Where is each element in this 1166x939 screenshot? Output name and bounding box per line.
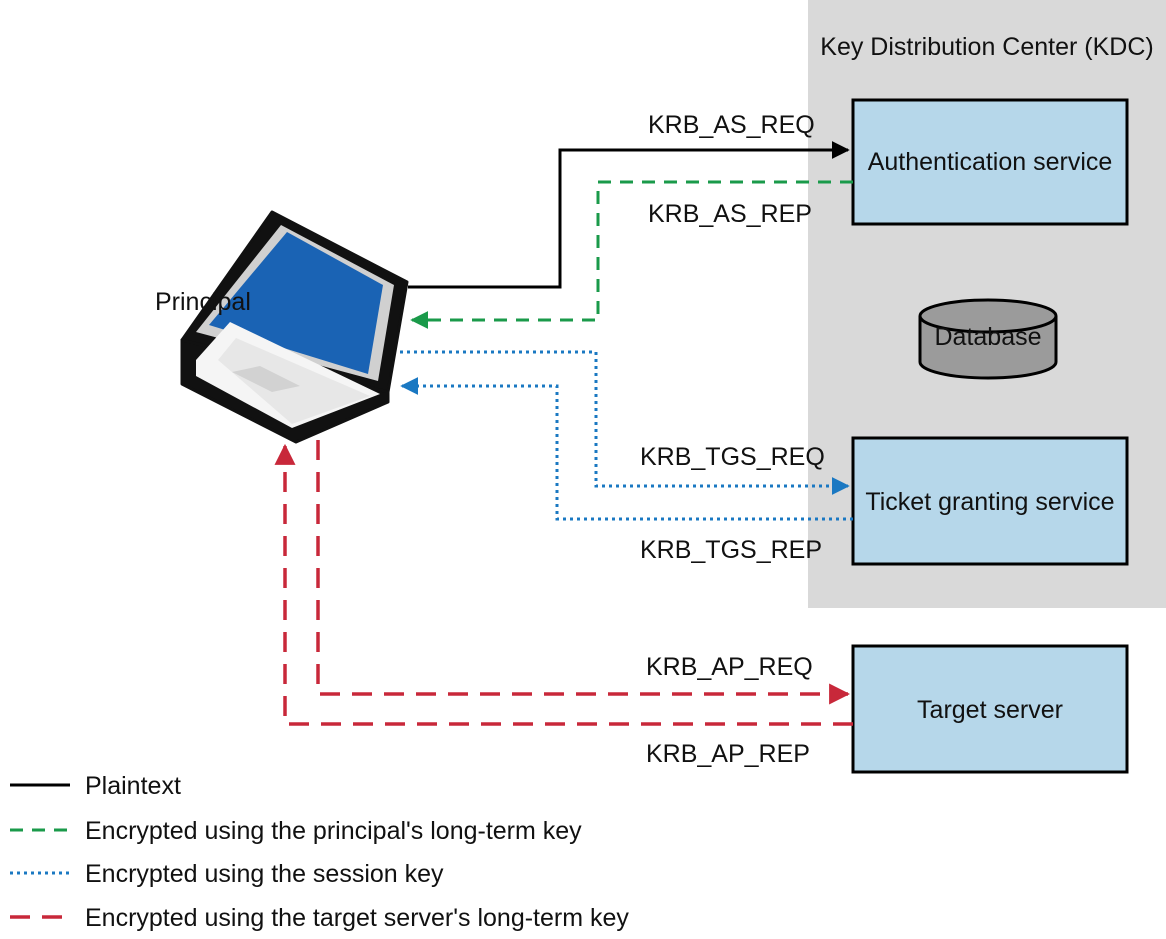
tgs-rep-arrow <box>400 377 853 521</box>
authentication-service-box <box>851 98 1129 226</box>
as-rep-label: KRB_AS_REP <box>648 200 812 228</box>
legend-label-target-key: Encrypted using the target server's long… <box>85 904 629 932</box>
as-req-arrow <box>408 141 850 289</box>
authentication-service-label: Authentication service <box>868 148 1113 176</box>
legend-label-session-key: Encrypted using the session key <box>85 860 444 888</box>
tgs-rep-label: KRB_TGS_REP <box>640 536 822 564</box>
target-server-label: Target server <box>917 696 1063 724</box>
legend-label-principal-key: Encrypted using the principal's long-ter… <box>85 817 582 845</box>
target-server-box <box>851 644 1129 774</box>
principal-label: Principal <box>155 288 251 316</box>
laptop-icon <box>180 210 409 444</box>
legend-label-plaintext: Plaintext <box>85 772 181 800</box>
ap-rep-arrow <box>274 443 853 726</box>
ticket-granting-service-box <box>851 436 1129 566</box>
legend: Plaintext Encrypted using the principal'… <box>10 772 629 932</box>
ticket-granting-service-label: Ticket granting service <box>865 488 1114 516</box>
ap-rep-label: KRB_AP_REP <box>646 740 810 768</box>
as-rep-arrow <box>410 180 853 329</box>
ap-req-label: KRB_AP_REQ <box>646 653 813 681</box>
database-icon <box>918 298 1058 380</box>
as-req-label: KRB_AS_REQ <box>648 111 815 139</box>
database-label: Database <box>934 323 1041 351</box>
kdc-title: Key Distribution Center (KDC) <box>820 33 1153 61</box>
tgs-req-label: KRB_TGS_REQ <box>640 443 825 471</box>
tgs-req-arrow <box>400 350 850 495</box>
